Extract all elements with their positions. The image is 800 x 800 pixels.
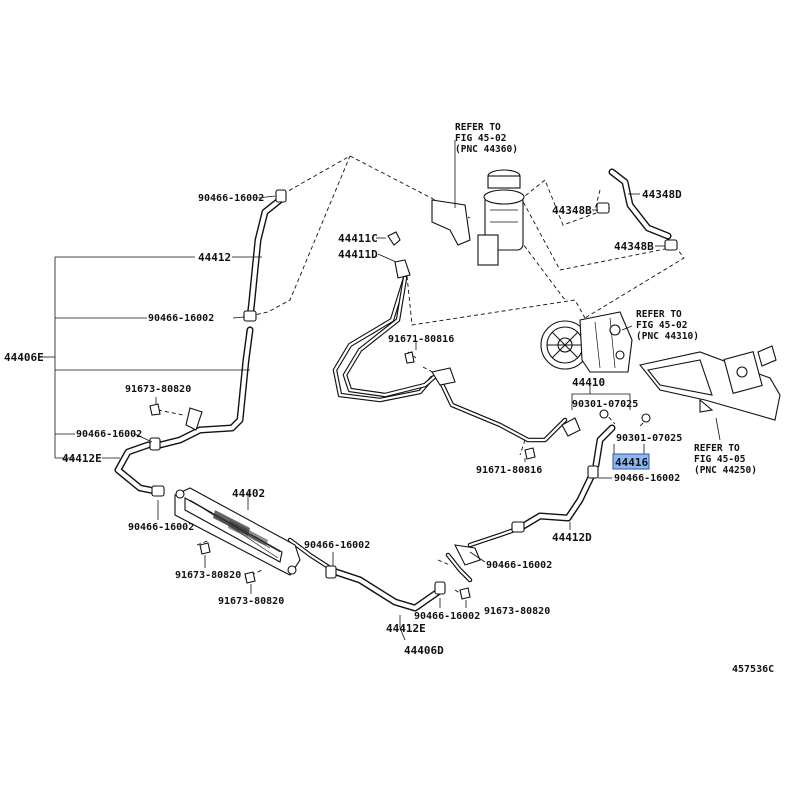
- label-44348d: 44348D: [642, 188, 682, 201]
- reservoir: [431, 169, 525, 266]
- label-44406e: 44406E: [4, 351, 44, 364]
- ref-gear-line2: FIG 45-05: [694, 454, 746, 465]
- label-90466-16002: 90466-16002: [304, 540, 370, 551]
- ref-pump-line1: REFER TO: [636, 309, 682, 320]
- leader-lines: [42, 140, 721, 641]
- label-90466-16002: 90466-16002: [414, 611, 480, 622]
- label-91673-80820: 91673-80820: [125, 384, 191, 395]
- label-91673-80820: 91673-80820: [218, 596, 284, 607]
- label-44348b: 44348B: [614, 240, 654, 253]
- figure-code: 457536C: [732, 664, 774, 675]
- ref-pump-line3: (PNC 44310): [636, 331, 699, 342]
- label-90466-16002: 90466-16002: [76, 429, 142, 440]
- part-labels: 90466-16002 44412 90466-16002 44406E 916…: [4, 188, 682, 657]
- highlight-44416: [612, 453, 650, 470]
- label-44410: 44410: [572, 376, 605, 389]
- label-90466-16002: 90466-16002: [128, 522, 194, 533]
- label-91673-80820: 91673-80820: [484, 606, 550, 617]
- ref-pump-line2: FIG 45-02: [636, 320, 687, 331]
- hoses: [114, 168, 672, 612]
- label-44406d: 44406D: [404, 644, 444, 657]
- pressure-pipes: [287, 275, 568, 583]
- label-44412d: 44412D: [552, 531, 592, 544]
- reference-notes: REFER TO FIG 45-02 (PNC 44360) REFER TO …: [455, 122, 757, 476]
- label-91671-80816: 91671-80816: [388, 334, 454, 345]
- pump: [540, 311, 633, 373]
- ref-gear-line1: REFER TO: [694, 443, 740, 454]
- ref-reservoir-line1: REFER TO: [455, 122, 501, 133]
- label-44416: 44416: [615, 456, 648, 469]
- ref-reservoir-line2: FIG 45-02: [455, 133, 506, 144]
- dashed-connection-lines: [157, 155, 685, 597]
- label-44402: 44402: [232, 487, 265, 500]
- label-44411d: 44411D: [338, 248, 378, 261]
- label-90301-07025: 90301-07025: [616, 433, 682, 444]
- label-91671-80816: 91671-80816: [476, 465, 542, 476]
- ref-gear-line3: (PNC 44250): [694, 465, 757, 476]
- label-44411c: 44411C: [338, 232, 378, 245]
- ref-reservoir-line3: (PNC 44360): [455, 144, 518, 155]
- label-90301-07025: 90301-07025: [572, 399, 638, 410]
- label-44412e: 44412E: [386, 622, 426, 635]
- label-44412e: 44412E: [62, 452, 102, 465]
- label-91673-80820: 91673-80820: [175, 570, 241, 581]
- label-90466-16002: 90466-16002: [198, 193, 264, 204]
- label-90466-16002: 90466-16002: [614, 473, 680, 484]
- label-90466-16002: 90466-16002: [148, 313, 214, 324]
- label-90466-16002: 90466-16002: [486, 560, 552, 571]
- oil-cooler: [174, 487, 301, 576]
- small-parts: [149, 189, 678, 600]
- steering-gear: [639, 345, 781, 421]
- label-44412: 44412: [198, 251, 231, 264]
- label-44348b: 44348B: [552, 204, 592, 217]
